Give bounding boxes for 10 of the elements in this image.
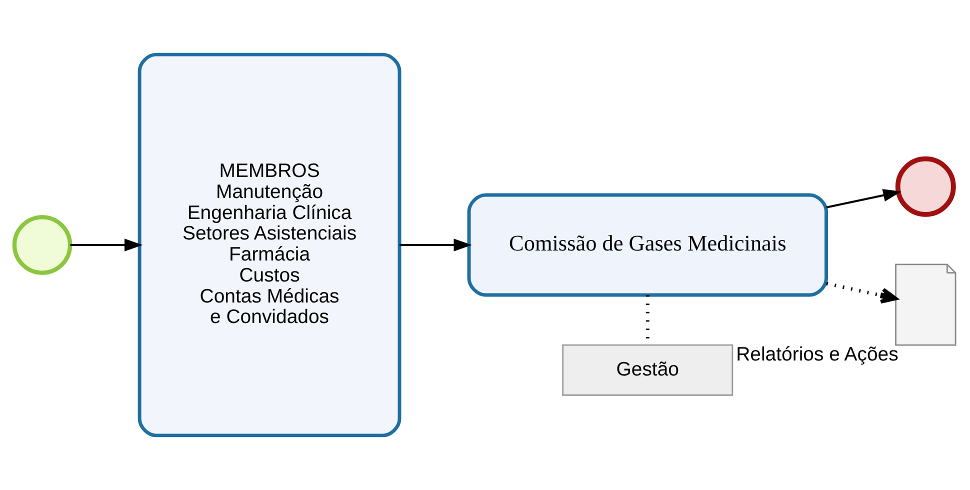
node-box: Gestão: [562, 344, 734, 396]
node-circle: [12, 215, 72, 275]
node-label: Relatórios e Ações: [736, 344, 898, 366]
arrow: [400, 238, 472, 252]
arrow: [826, 189, 902, 208]
node-box: MEMBROS Manutenção Engenharia Clínica Setores Asistenciais Farmácia Custos Contas Médicas e Convidados: [138, 52, 402, 438]
arrow: [70, 238, 143, 252]
node-box: Comissão de Gases Medicinais: [467, 193, 828, 297]
node-circle: [895, 156, 956, 217]
arrow: [826, 282, 898, 304]
